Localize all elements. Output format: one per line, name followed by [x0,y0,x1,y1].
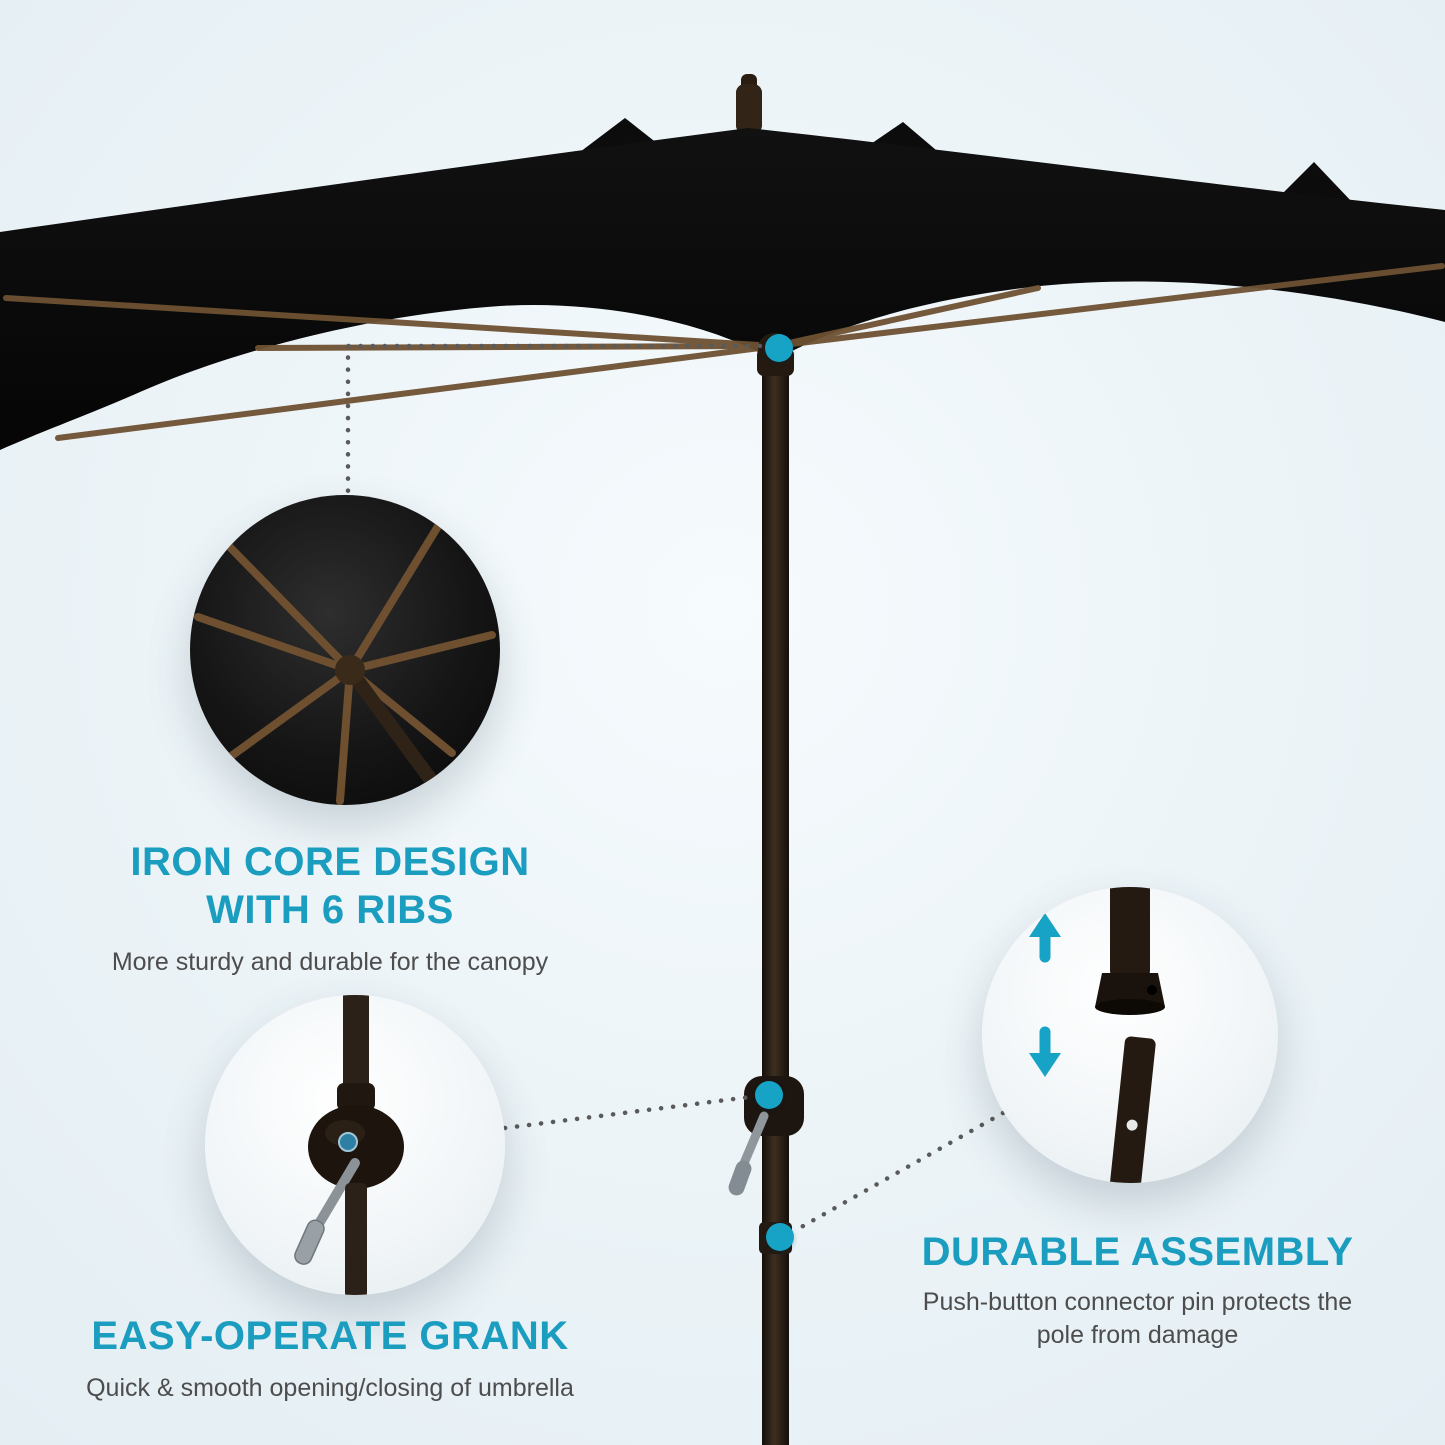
feature-assembly-title: DURABLE ASSEMBLY [921,1230,1354,1274]
push-button-pin [1126,1119,1138,1131]
crank-dot-icon [755,1081,783,1109]
pole-connector-dot-icon [766,1223,794,1251]
feature-ribs-title-line1: IRON CORE DESIGN [130,840,530,884]
feature-ribs-text: IRON CORE DESIGN WITH 6 RIBS More sturdy… [30,838,630,979]
leader-line-ribs [345,343,763,500]
feature-crank-text: EASY-OPERATE GRANK Quick & smooth openin… [20,1312,640,1405]
feature-assembly-description-line2: pole from damage [1036,1320,1239,1349]
feature-ribs-title-line2: WITH 6 RIBS [206,888,454,932]
arrow-down-icon [1029,1026,1061,1077]
umbrella-pole [762,350,789,1445]
connector-closeup-graphic [1029,887,1165,1183]
umbrella-finial [736,74,762,134]
umbrella-canopy [0,128,1445,450]
inset-connector-closeup [982,887,1278,1183]
feature-crank-title: EASY-OPERATE GRANK [91,1314,569,1358]
arrow-up-icon [1029,913,1061,963]
leader-line-assembly [793,1110,1006,1233]
crank-closeup-graphic [294,995,404,1295]
feature-crank-description: Quick & smooth opening/closing of umbrel… [86,1374,574,1402]
tilt-button [338,1132,358,1152]
ribs-closeup-graphic [194,519,496,805]
feature-assembly-text: DURABLE ASSEMBLY Push-button connector p… [860,1228,1415,1351]
inset-ribs-closeup [190,495,500,805]
feature-ribs-description: More sturdy and durable for the canopy [111,948,549,976]
feature-assembly-description-line1: Push-button connector pin protects the [922,1288,1353,1316]
canopy-hub-dot-icon [765,334,793,362]
inset-crank-closeup [205,995,505,1295]
leader-line-crank [502,1094,753,1131]
